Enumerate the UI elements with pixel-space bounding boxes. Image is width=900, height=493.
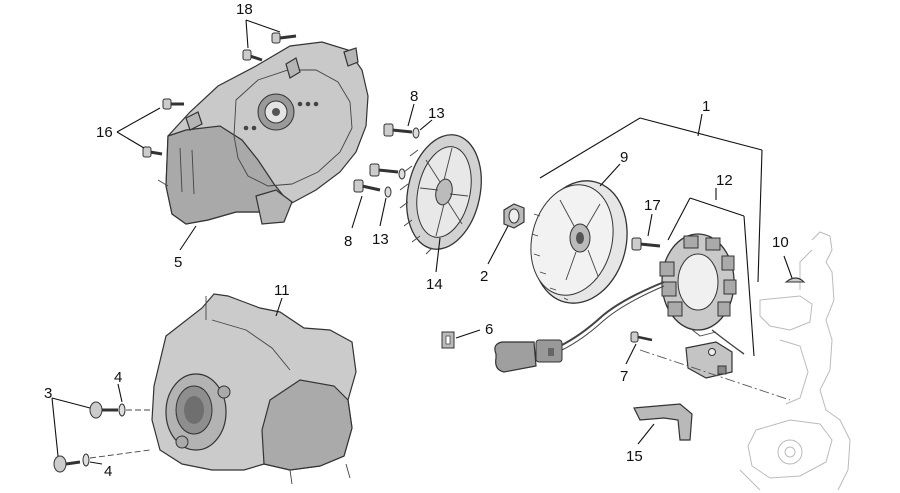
bracket xyxy=(633,403,693,441)
label-10: 10 xyxy=(772,234,789,251)
screw-18-upper xyxy=(271,32,297,44)
label-4-lower: 4 xyxy=(104,463,112,480)
label-8-bottom: 8 xyxy=(344,233,352,250)
label-7: 7 xyxy=(620,368,628,385)
lower-cover xyxy=(151,293,357,485)
crankcase-outline xyxy=(739,231,851,491)
label-17: 17 xyxy=(644,197,661,214)
label-13-bottom: 13 xyxy=(372,231,389,248)
label-8-top: 8 xyxy=(410,88,418,105)
label-14: 14 xyxy=(426,276,443,293)
label-1: 1 xyxy=(702,98,710,115)
label-16: 16 xyxy=(96,124,113,141)
pickup-sensor xyxy=(685,329,745,379)
woodruff-key xyxy=(784,277,806,283)
stator xyxy=(659,233,737,337)
cable-clip xyxy=(441,331,455,349)
label-3: 3 xyxy=(44,385,52,402)
label-5: 5 xyxy=(174,254,182,271)
callout-labels: 18 16 5 8 13 8 13 14 2 9 1 12 17 10 11 6… xyxy=(44,1,789,480)
screw-8-top xyxy=(383,123,420,139)
cooling-fan xyxy=(399,134,482,255)
label-12: 12 xyxy=(716,172,733,189)
nut xyxy=(503,203,525,229)
label-18: 18 xyxy=(236,1,253,18)
stator-cable-connector xyxy=(494,281,665,373)
screw-8-mid xyxy=(369,163,406,180)
upper-cover xyxy=(157,41,369,225)
axis-line xyxy=(639,349,791,401)
label-9: 9 xyxy=(620,149,628,166)
screw-8-bottom xyxy=(353,179,392,198)
screw-18-lower xyxy=(242,49,263,62)
label-2: 2 xyxy=(480,268,488,285)
label-13-top: 13 xyxy=(428,105,445,122)
label-4-upper: 4 xyxy=(114,369,122,386)
label-15: 15 xyxy=(626,448,643,465)
leader-lines xyxy=(51,19,793,465)
screw-16-upper xyxy=(162,98,184,110)
screw-16-lower xyxy=(142,146,163,158)
flywheel xyxy=(530,180,628,304)
screw-7 xyxy=(630,331,653,343)
bolt-3-upper xyxy=(89,401,126,419)
label-6: 6 xyxy=(485,321,493,338)
bolt-3-lower xyxy=(53,453,90,473)
screw-17 xyxy=(631,237,661,251)
label-11: 11 xyxy=(274,282,290,299)
